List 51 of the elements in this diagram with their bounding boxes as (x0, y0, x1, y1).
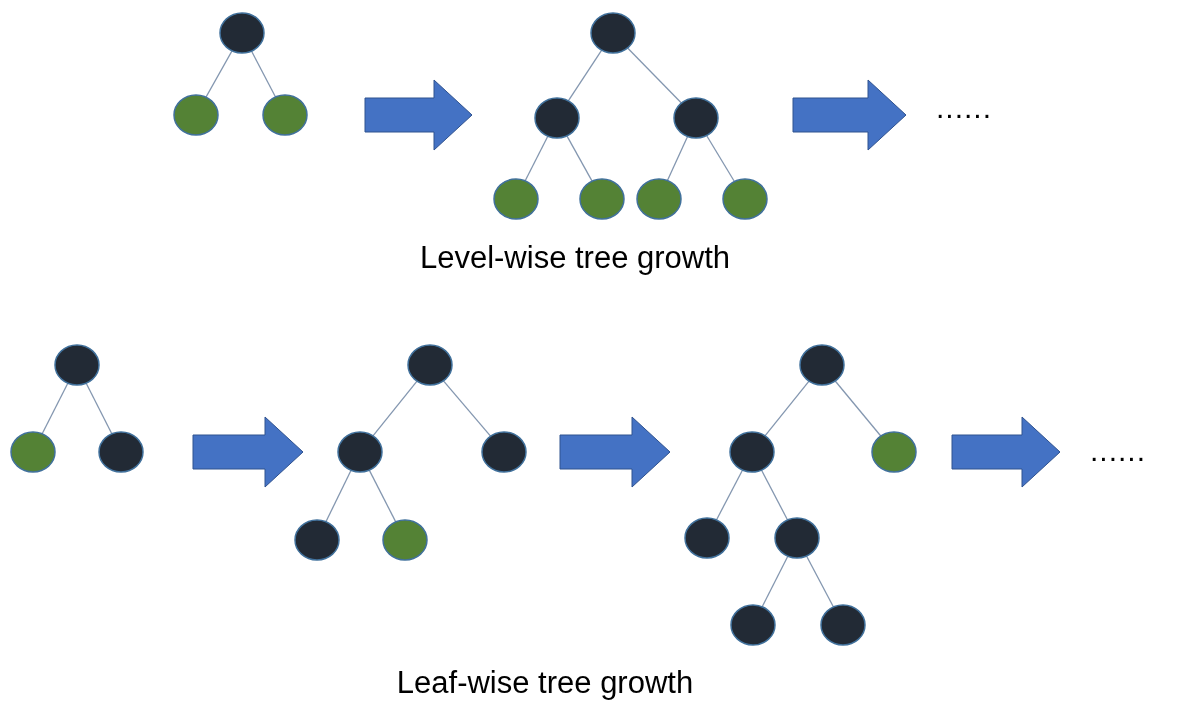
tree-edge-line (567, 49, 603, 102)
tree-node-circle (579, 178, 625, 220)
tree-edge-line (85, 382, 113, 435)
tree-node-circle (636, 178, 682, 220)
tree-node-circle (534, 97, 580, 139)
tree-node-circle (673, 97, 719, 139)
tree-node-circle (774, 517, 820, 559)
tree-node-circle (481, 431, 527, 473)
tree-edge-line (666, 135, 689, 182)
tree-edge-line (626, 47, 683, 104)
tree-node-circle (382, 519, 428, 561)
tree-node-circle (407, 344, 453, 386)
tree-node-circle (493, 178, 539, 220)
tree-edge-line (705, 134, 736, 183)
tree-edge-line (834, 380, 882, 437)
tree-node-circle (294, 519, 340, 561)
tree-node-circle (871, 431, 917, 473)
tree-edge-line (760, 469, 789, 521)
tree-node-circle (730, 604, 776, 646)
tree-node-circle (54, 344, 100, 386)
caption-text: Level-wise tree growth (419, 240, 731, 276)
block-arrow (792, 79, 907, 151)
tree-edge-line (250, 50, 277, 98)
tree-edge-line (372, 380, 418, 437)
tree-node-circle (590, 12, 636, 54)
tree-node-circle (262, 94, 308, 136)
tree-edge-line (761, 555, 789, 608)
tree-node-circle (684, 517, 730, 559)
tree-node-circle (337, 431, 383, 473)
tree-edge-line (566, 135, 593, 182)
tree-edge-line (205, 50, 233, 98)
ellipsis-text: ...... (1090, 436, 1146, 466)
tree-node-circle (799, 344, 845, 386)
tree-node-circle (10, 431, 56, 473)
tree-edge-line (715, 469, 744, 521)
tree-node-circle (173, 94, 219, 136)
tree-node-circle (820, 604, 866, 646)
tree-node-circle (98, 431, 144, 473)
tree-edge-line (325, 469, 352, 523)
tree-edge-line (41, 382, 69, 435)
ellipsis-text: ...... (936, 93, 992, 123)
tree-edge-line (524, 135, 549, 182)
tree-edge-line (368, 469, 397, 523)
tree-node-circle (729, 431, 775, 473)
block-arrow (951, 416, 1061, 488)
tree-edge-line (442, 380, 492, 437)
tree-edge-line (805, 555, 835, 608)
tree-node-circle (219, 12, 265, 54)
tree-node-circle (722, 178, 768, 220)
caption-text: Leaf-wise tree growth (396, 665, 694, 701)
tree-edge-line (764, 380, 810, 437)
